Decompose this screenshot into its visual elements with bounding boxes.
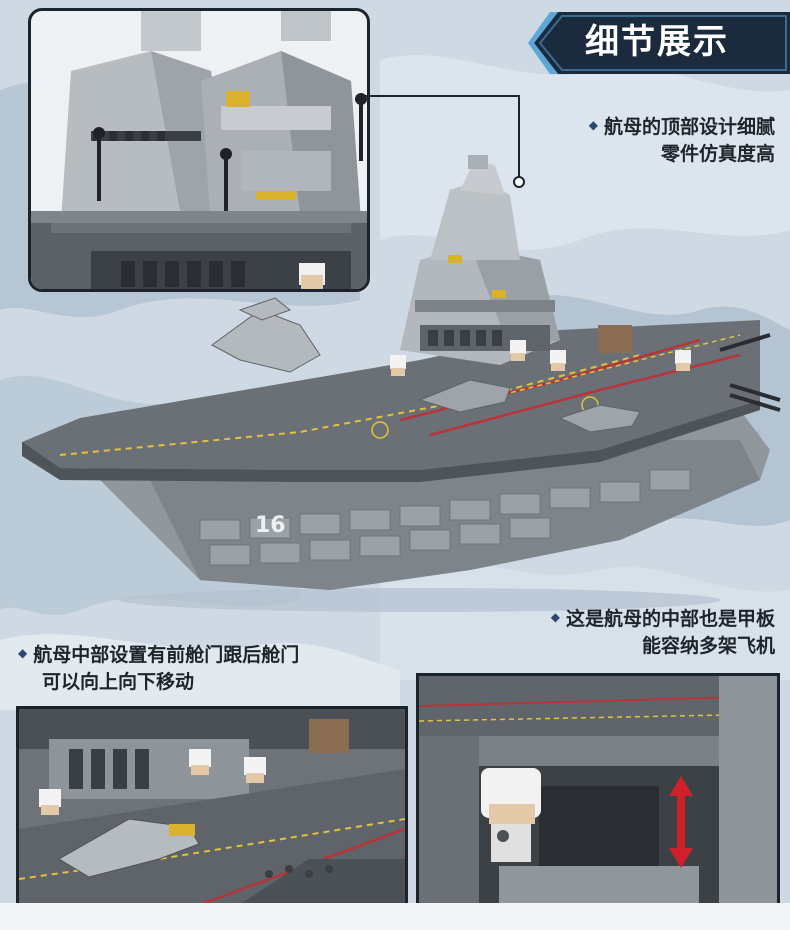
callout-tower-line1: 航母的顶部设计细腻 (603, 116, 775, 138)
callout-hatch-doors: ◆ 航母中部设置有前舱门跟后舱门 可以向上向下移动 (18, 642, 398, 696)
aircraft-carrier-model: 16 (22, 155, 781, 612)
up-down-arrow-icon (669, 776, 693, 868)
inset-hatch-elevator (416, 673, 780, 909)
callout-hatch-line2: 可以向上向下移动 (42, 671, 195, 693)
hull-number: 16 (255, 513, 286, 538)
section-header-badge (528, 8, 790, 78)
callout-deck-line1: 这是航母的中部也是甲板 (565, 608, 775, 630)
callout-deck-line2: 能容纳多架飞机 (641, 635, 775, 657)
callout-hatch-line1: 航母中部设置有前舱门跟后舱门 (33, 644, 300, 666)
callout-tower-line2: 零件仿真度高 (660, 143, 775, 165)
inset-deck-jet (16, 706, 408, 908)
callout-tower-detail: ◆ 航母的顶部设计细腻 零件仿真度高 (530, 114, 775, 168)
callout-deck-capacity: ◆ 这是航母的中部也是甲板 能容纳多架飞机 (480, 606, 775, 660)
footer-strip (0, 903, 790, 930)
diamond-bullet-icon: ◆ (18, 646, 28, 660)
callout-leader-line-top (364, 95, 525, 188)
diamond-bullet-icon: ◆ (550, 610, 560, 624)
diamond-bullet-icon: ◆ (588, 118, 598, 132)
section-title: 细节展示 (585, 22, 729, 62)
inset-tower-detail (28, 8, 370, 292)
